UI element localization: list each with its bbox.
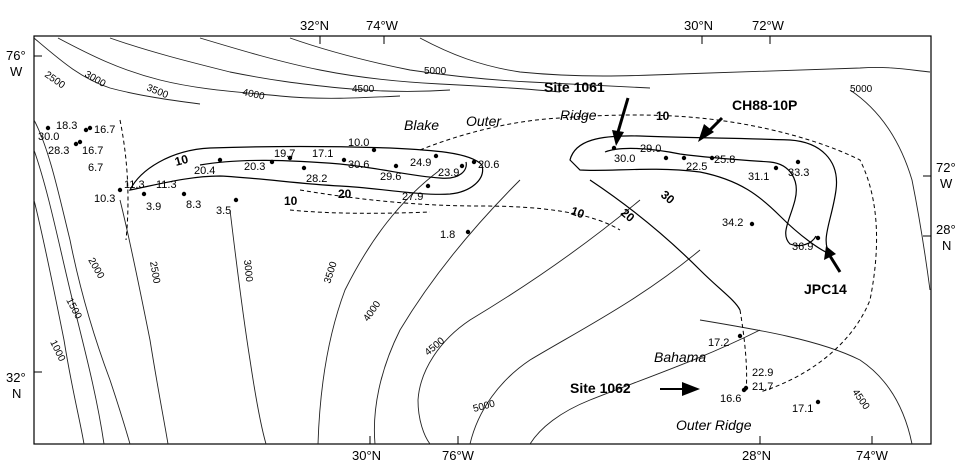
- value-label: 24.9: [410, 157, 431, 169]
- label-bottom-28N: 28°N: [742, 448, 771, 463]
- value-label: 29.6: [380, 171, 401, 183]
- value-label: 27.9: [402, 191, 423, 203]
- value-label: 3.5: [216, 205, 231, 217]
- site-arrows: [612, 97, 842, 396]
- region-label-bahama: Bahama: [654, 349, 706, 365]
- label-bottom-76W: 76°W: [442, 448, 475, 463]
- value-label: 28.2: [306, 173, 327, 185]
- value-label: 10.3: [94, 193, 115, 205]
- value-label: 20.4: [194, 165, 215, 177]
- value-label: 17.1: [792, 403, 813, 415]
- value-label: 25.8: [714, 154, 735, 166]
- value-label: 22.5: [686, 161, 707, 173]
- depth-label: 4000: [361, 299, 383, 324]
- sample-values: 30.0 18.3 16.7 28.3 16.7 6.7 10.3 11.3 3…: [38, 120, 813, 415]
- value-label: 28.3: [48, 145, 69, 157]
- value-label: 30.6: [348, 159, 369, 171]
- value-label: 17.2: [708, 337, 729, 349]
- value-label: 11.3: [124, 179, 145, 191]
- depth-label: 4000: [241, 87, 265, 102]
- value-label: 29.0: [640, 143, 661, 155]
- value-label: 17.1: [312, 148, 333, 160]
- site-labels: Site 1061 CH88-10P JPC14 Site 1062: [544, 79, 847, 396]
- value-label: 20.3: [244, 161, 265, 173]
- value-label: 8.3: [186, 199, 201, 211]
- depth-label: 4500: [352, 84, 375, 95]
- value-label: 19.7: [274, 148, 295, 160]
- value-label: 34.2: [722, 217, 743, 229]
- site-label-1062: Site 1062: [570, 380, 631, 396]
- sediment-isolines: [119, 114, 878, 393]
- sample-points: [45, 125, 821, 405]
- bathymetry-lines: [33, 37, 931, 445]
- value-label: 16.7: [94, 124, 115, 136]
- label-top-72W: 72°W: [752, 18, 785, 33]
- value-label: 1.8: [440, 229, 455, 241]
- value-label: 10.0: [348, 137, 369, 149]
- isoline-label: 10: [656, 109, 670, 123]
- value-label: 36.9: [792, 241, 813, 253]
- isoline-label: 10: [284, 194, 298, 208]
- isoline-label: 20: [338, 187, 352, 201]
- map-frame: [33, 35, 932, 445]
- depth-label: 5000: [424, 66, 447, 77]
- value-label: 3.9: [146, 201, 161, 213]
- label-bottom-74W: 74°W: [856, 448, 889, 463]
- region-labels: Blake Outer Ridge Bahama Outer Ridge: [404, 107, 752, 433]
- value-label: 30.0: [614, 153, 635, 165]
- depth-label: 3000: [241, 259, 254, 283]
- depth-label: 3000: [83, 69, 108, 90]
- label-right-W: W: [940, 176, 953, 191]
- isoline-label: 10: [173, 152, 190, 169]
- label-bottom-30N: 30°N: [352, 448, 381, 463]
- depth-label: 4500: [850, 387, 872, 412]
- depth-label: 5000: [472, 398, 497, 414]
- value-label: 18.3: [56, 120, 77, 132]
- value-label: 30.0: [38, 131, 59, 143]
- site-label-jpc14: JPC14: [804, 281, 847, 297]
- depth-label: 3500: [145, 83, 170, 102]
- site-label-ch88: CH88-10P: [732, 97, 797, 113]
- value-label: 16.6: [720, 393, 741, 405]
- value-label: 20.6: [478, 159, 499, 171]
- label-right-N: N: [942, 238, 951, 253]
- label-top-32N: 32°N: [300, 18, 329, 33]
- label-left-32: 32°: [6, 370, 26, 385]
- region-label-blake: Blake: [404, 117, 439, 133]
- value-label: 23.9: [438, 167, 459, 179]
- value-label: 6.7: [88, 162, 103, 174]
- isoline-label: 30: [658, 188, 677, 208]
- depth-label: 1500: [63, 296, 83, 321]
- depth-label: 2500: [147, 261, 162, 285]
- label-top-30N: 30°N: [684, 18, 713, 33]
- value-label: 16.7: [82, 145, 103, 157]
- depth-labels: 2500 3000 3500 4000 4500 5000 5000 2000 …: [42, 66, 872, 415]
- label-right-28: 28°: [936, 222, 956, 237]
- value-label: 21.7: [752, 381, 773, 393]
- isoline-label: 20: [618, 206, 637, 226]
- site-label-1061: Site 1061: [544, 79, 605, 95]
- isoline-label: 10: [569, 204, 587, 222]
- region-label-outer: Outer: [466, 113, 502, 129]
- region-label-outer-ridge: Outer Ridge: [676, 417, 752, 433]
- label-right-72: 72°: [936, 160, 956, 175]
- depth-label: 4500: [423, 335, 447, 358]
- region-label-ridge: Ridge: [560, 107, 597, 123]
- depth-label: 3500: [322, 260, 339, 285]
- label-left-N: N: [12, 386, 21, 401]
- value-label: 31.1: [748, 171, 769, 183]
- value-label: 22.9: [752, 367, 773, 379]
- value-label: 11.3: [156, 179, 177, 191]
- value-label: 33.3: [788, 167, 809, 179]
- depth-label: 2000: [85, 256, 106, 281]
- edge-labels: 32°N 74°W 30°N 72°W 76° W 32° N 72° W 28…: [6, 18, 956, 463]
- depth-label: 5000: [850, 84, 873, 95]
- label-left-W: W: [10, 64, 23, 79]
- label-left-76: 76°: [6, 48, 26, 63]
- depth-label: 2500: [42, 69, 67, 91]
- frame-ticks: [34, 36, 931, 444]
- label-top-74W: 74°W: [366, 18, 399, 33]
